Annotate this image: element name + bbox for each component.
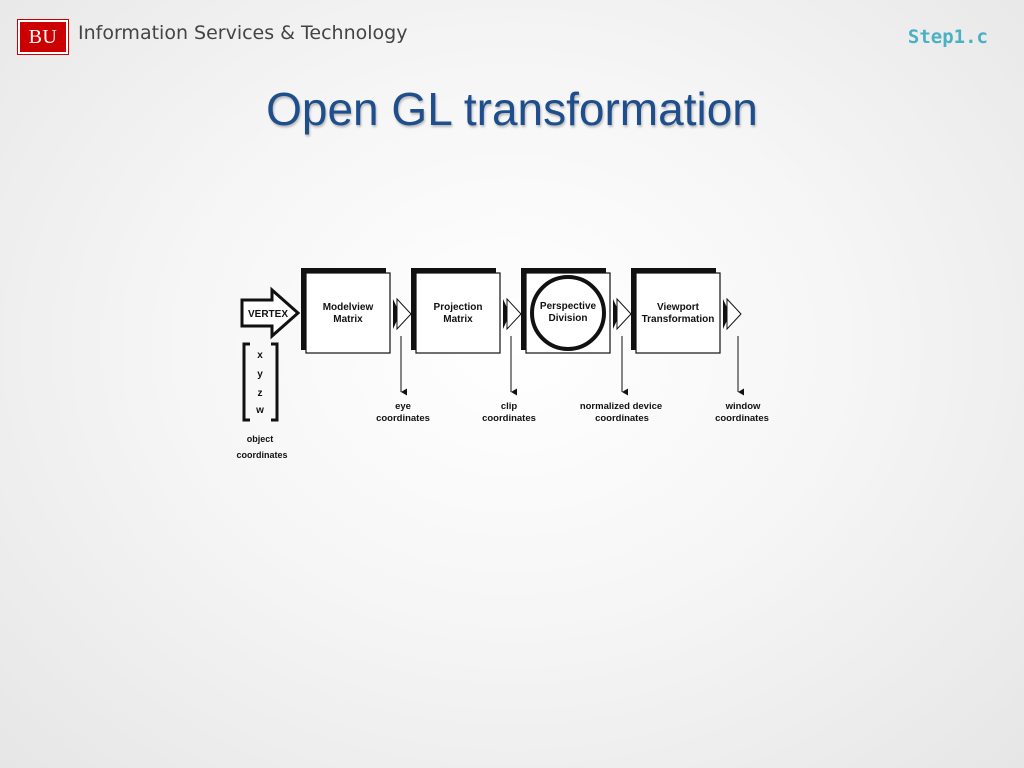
vertex-arrow-shape: [240, 286, 301, 340]
bu-logo: BU: [17, 19, 69, 55]
output-ndc-line1: normalized device: [580, 401, 662, 412]
logo-text: BU: [28, 25, 58, 48]
source-filename: Step1.c: [907, 26, 988, 48]
stage-perspective-division: Perspective Division: [521, 268, 611, 354]
object-coords-label-line1: object: [247, 434, 274, 444]
brand-name: Information Services & Technology: [78, 22, 408, 44]
stage-perspective-line2: Division: [549, 313, 588, 324]
vector-y: y: [257, 369, 263, 380]
vector-z: z: [258, 388, 263, 399]
stage-modelview-line1: Modelview: [323, 302, 374, 313]
object-vector: x y z w: [242, 342, 279, 422]
connector-1-outline: [396, 297, 412, 331]
vector-w: w: [255, 405, 264, 416]
stage-projection: Projection Matrix: [411, 268, 501, 354]
stage-projection-line1: Projection: [434, 302, 483, 313]
vertex-label: VERTEX: [248, 309, 288, 320]
stage-viewport-line1: Viewport: [657, 302, 700, 313]
stage-modelview: Modelview Matrix: [301, 268, 391, 354]
output-ndc-line2: coordinates: [595, 413, 649, 424]
vector-x: x: [257, 350, 263, 361]
slide-title: Open GL transformation: [266, 83, 758, 135]
output-window-line1: window: [725, 401, 761, 412]
output-eye-line1: eye: [395, 401, 411, 412]
stage-modelview-line2: Matrix: [333, 314, 363, 325]
object-coords-label-line2: coordinates: [236, 450, 287, 460]
transformation-pipeline-diagram: VERTEX x y z w object coordinates Modelv…: [228, 262, 776, 462]
connector-3-outline: [616, 297, 632, 331]
stage-viewport: Viewport Transformation: [631, 268, 721, 354]
output-eye-line2: coordinates: [376, 413, 430, 424]
output-clip-line1: clip: [501, 401, 518, 412]
output-window-line2: coordinates: [715, 413, 769, 424]
stage-perspective-line1: Perspective: [540, 301, 597, 312]
output-clip-line2: coordinates: [482, 413, 536, 424]
stage-projection-line2: Matrix: [443, 314, 473, 325]
stage-viewport-line2: Transformation: [642, 314, 715, 325]
connector-4-outline: [726, 297, 742, 331]
connector-2-outline: [506, 297, 522, 331]
